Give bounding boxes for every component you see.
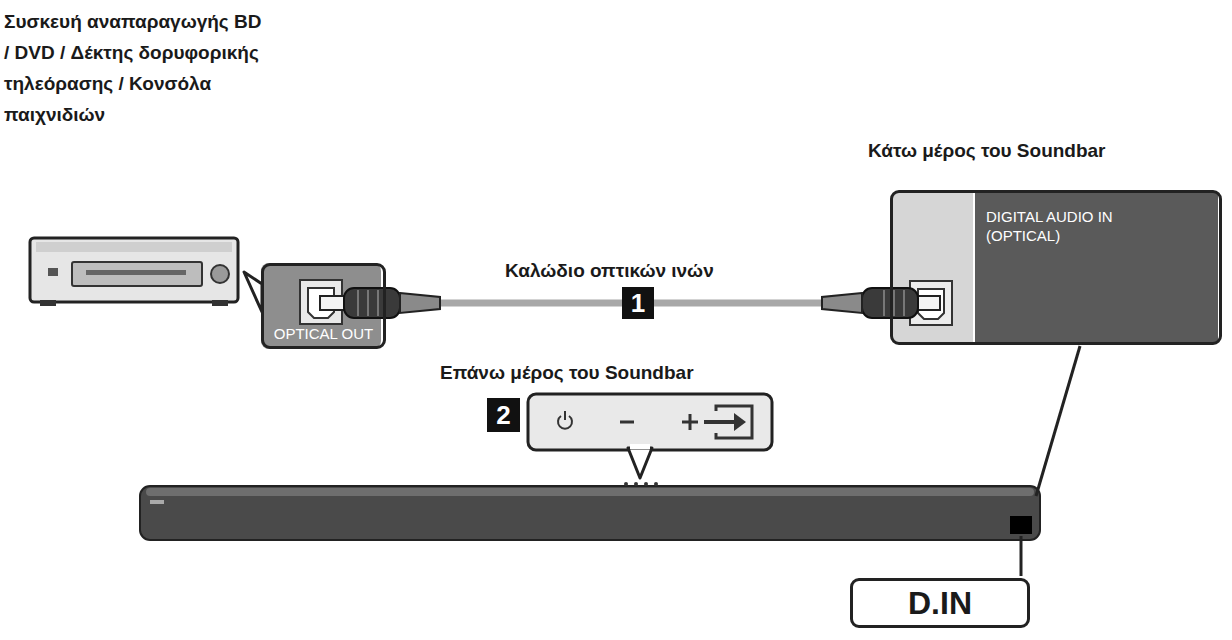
soundbar <box>140 482 1040 540</box>
panel-heading: Επάνω μέρος του Soundbar <box>440 357 740 388</box>
port-callout: OPTICAL OUT <box>261 263 386 349</box>
callout-number: 1 <box>622 287 654 319</box>
callout-number: 2 <box>487 398 520 432</box>
port-label: DIGITAL AUDIO IN (OPTICAL) <box>986 207 1162 245</box>
panel-fill <box>975 193 1218 342</box>
port-callout: Κάτω μέρος του SoundbarDIGITAL AUDIO IN … <box>868 140 1222 345</box>
callout-pointer <box>244 272 262 312</box>
panel-heading: Κάτω μέρος του Soundbar <box>868 140 1106 162</box>
indicator-label: D.IN <box>908 585 972 622</box>
leader-line <box>1036 346 1080 496</box>
panel-frame: DIGITAL AUDIO IN (OPTICAL) <box>890 190 1222 345</box>
cable-label: Καλώδιο οπτικών ινών <box>505 255 715 286</box>
optical-plug <box>822 288 940 318</box>
leader-line <box>1020 536 1023 576</box>
panel-fill <box>893 193 973 342</box>
button-panel <box>528 394 772 478</box>
source-device <box>30 238 238 306</box>
optical-plug <box>320 288 440 318</box>
port-label: OPTICAL OUT <box>264 325 383 342</box>
indicator-callout: D.IN <box>850 578 1030 628</box>
device-label: Συσκευή αναπαραγωγής BD / DVD / Δέκτης δ… <box>4 6 272 130</box>
